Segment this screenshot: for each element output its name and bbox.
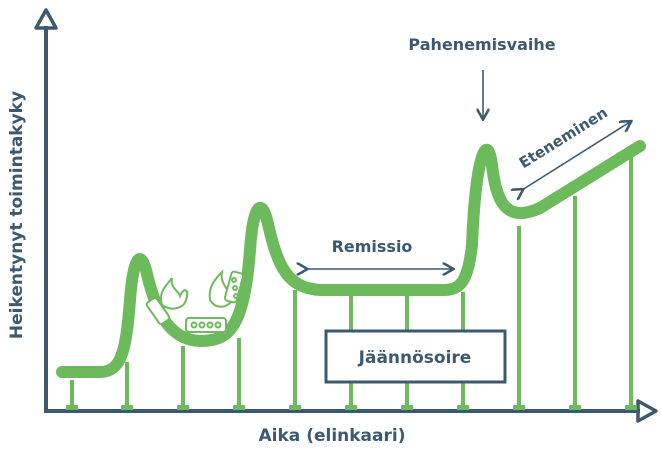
x-axis-arrow-icon [638, 401, 656, 421]
x-axis-label: Aika (elinkaari) [259, 426, 406, 446]
remission-label: Remissio [332, 237, 413, 256]
residual-label: Jäännösoire [358, 348, 472, 368]
progression-label: Eteneminen [516, 103, 611, 172]
flame-icon [161, 272, 234, 309]
y-axis-label: Heikentynyt toimintakyky [7, 91, 27, 339]
worsening-label: Pahenemisvaihe [408, 35, 555, 54]
y-axis-arrow-icon [36, 10, 56, 28]
